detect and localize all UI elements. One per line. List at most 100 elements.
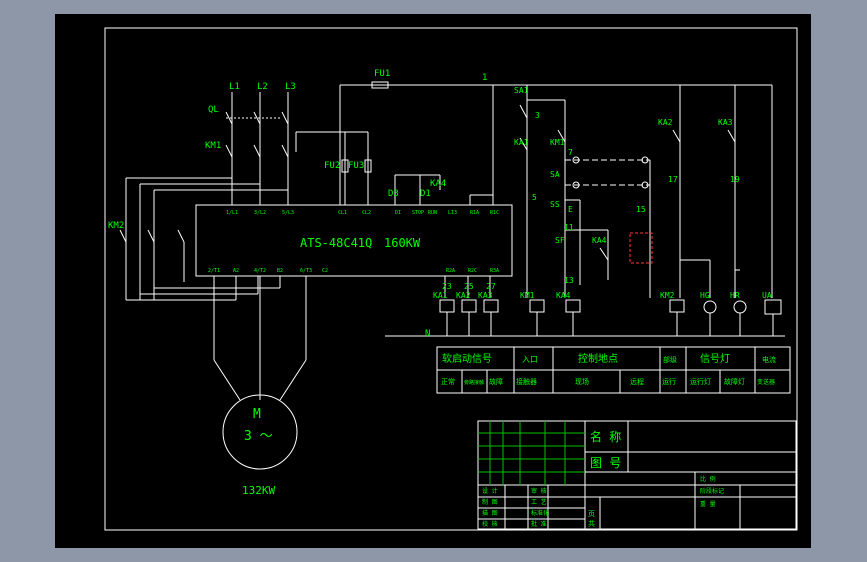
terminal-top-11: R1C bbox=[490, 210, 499, 216]
title-stage: 阶段标记 bbox=[700, 487, 724, 495]
control-label-ss: SS bbox=[550, 200, 560, 209]
coil-label-27: 27 bbox=[486, 282, 496, 291]
func-top-1: 软启动信号 bbox=[442, 352, 492, 365]
control-label-ka1: KA1 bbox=[514, 138, 529, 147]
control-label-13: 13 bbox=[564, 276, 574, 285]
func-top-2: 入口 bbox=[522, 355, 538, 364]
label-km1-power: KM1 bbox=[205, 141, 221, 151]
terminal-top-5: CL2 bbox=[362, 210, 371, 216]
drawing-area bbox=[55, 14, 811, 548]
terminal-labels: 1/L1 3/L2 5/L3 CL1 CL2 DI STOP RUN LI3 R… bbox=[208, 210, 499, 274]
coil-label-23: 23 bbox=[442, 282, 452, 291]
role-3: 描 图 bbox=[482, 509, 498, 517]
terminal-top-7: STOP bbox=[412, 210, 424, 216]
terminal-bottom-3: 4/T2 bbox=[254, 268, 266, 274]
labels: L1 L2 L3 QL KM1 FU1 1 FU2 FU3 D3 D1 KA4 … bbox=[108, 69, 487, 497]
coil-label-km2: KM2 bbox=[660, 291, 675, 300]
role-6: 工 艺 bbox=[531, 498, 547, 506]
coil-label-ka3: KA3 bbox=[478, 291, 493, 300]
label-l1: L1 bbox=[229, 82, 240, 92]
function-table-text: 软启动信号 入口 控制地点 部级 信号灯 电流 正常 旁路接触 故障 接触器 现… bbox=[441, 352, 776, 386]
coil-row bbox=[385, 299, 785, 337]
control-label-ka2: KA2 bbox=[658, 118, 673, 127]
terminal-bottom-4: B2 bbox=[277, 268, 283, 274]
func-bottom-8: 运行灯 bbox=[690, 377, 711, 386]
terminal-top-1: 1/L1 bbox=[226, 210, 238, 216]
role-5: 审 核 bbox=[531, 487, 547, 495]
label-d1: D1 bbox=[420, 189, 431, 199]
control-label-17: 17 bbox=[668, 175, 678, 184]
control-label-19: 19 bbox=[730, 175, 740, 184]
motor-letter: M bbox=[253, 407, 261, 422]
title-weight: 重 量 bbox=[700, 500, 716, 508]
coil-label-ka4: KA4 bbox=[556, 291, 571, 300]
label-fu2: FU2 bbox=[324, 161, 340, 171]
label-fu3: FU3 bbox=[348, 161, 364, 171]
label-ql: QL bbox=[208, 105, 219, 115]
coil-label-ua: UA bbox=[762, 291, 772, 300]
terminal-bottom-6: C2 bbox=[322, 268, 328, 274]
func-top-6: 电流 bbox=[762, 355, 776, 364]
starter-title: ATS-48C41Q bbox=[300, 236, 372, 250]
terminal-top-3: 5/L3 bbox=[282, 210, 294, 216]
title-ratio: 比 例 bbox=[700, 475, 716, 483]
func-top-5: 信号灯 bbox=[700, 353, 730, 365]
label-neutral: N bbox=[425, 329, 430, 339]
func-bottom-10: 变送器 bbox=[757, 378, 775, 386]
control-label-sa: SA bbox=[550, 170, 560, 179]
terminal-bottom-5: 6/T3 bbox=[300, 268, 312, 274]
role-7: 标准化 bbox=[531, 509, 549, 517]
coil-label-hr: HR bbox=[730, 291, 740, 300]
coil-label-ka2: KA2 bbox=[456, 291, 471, 300]
control-label-11: 11 bbox=[564, 223, 574, 232]
terminal-top-9: LI3 bbox=[448, 210, 457, 216]
terminal-bottom-9: R3A bbox=[490, 268, 499, 274]
func-bottom-6: 远程 bbox=[630, 377, 644, 386]
label-fu1: FU1 bbox=[374, 69, 390, 79]
label-l3: L3 bbox=[285, 82, 296, 92]
control-label-3: 3 bbox=[535, 111, 540, 120]
title-block-text: 名 称 图 号 页 共 比 例 阶段标记 重 量 设 计 制 图 描 图 校 核… bbox=[482, 429, 724, 528]
terminal-top-2: 3/L2 bbox=[254, 210, 266, 216]
control-circuit bbox=[519, 85, 773, 298]
coil-labels: 23 25 27 KA1 KA2 KA3 KM1 KA4 KM2 HG HR U… bbox=[433, 282, 772, 300]
role-2: 制 图 bbox=[482, 498, 498, 506]
role-1: 设 计 bbox=[482, 487, 498, 495]
control-label-ka3: KA3 bbox=[718, 118, 733, 127]
control-label-15: 15 bbox=[636, 205, 646, 214]
func-top-3: 控制地点 bbox=[578, 352, 618, 365]
control-label-5: 5 bbox=[532, 193, 537, 202]
control-label-sf: SF bbox=[555, 236, 565, 245]
func-bottom-4: 接触器 bbox=[516, 377, 537, 386]
coil-label-km1: KM1 bbox=[520, 291, 535, 300]
label-d3: D3 bbox=[388, 189, 399, 199]
coil-label-ka1: KA1 bbox=[433, 291, 448, 300]
title-drawing-no: 图 号 bbox=[590, 456, 621, 470]
func-top-4: 部级 bbox=[663, 355, 677, 364]
motor-circle bbox=[222, 394, 298, 470]
title-block-grid bbox=[478, 421, 585, 485]
title-name: 名 称 bbox=[590, 429, 621, 444]
label-l2: L2 bbox=[257, 82, 268, 92]
func-bottom-2: 旁路接触 bbox=[464, 379, 484, 386]
label-km2-bypass: KM2 bbox=[108, 221, 124, 231]
drawing-frame bbox=[104, 27, 798, 531]
motor-power: 132KW bbox=[242, 484, 275, 497]
terminal-top-4: CL1 bbox=[338, 210, 347, 216]
terminal-top-8: RUN bbox=[428, 210, 437, 216]
terminal-top-6: DI bbox=[395, 210, 401, 216]
label-ka4-top: KA4 bbox=[430, 179, 446, 189]
function-table bbox=[436, 346, 791, 394]
terminal-top-10: R1A bbox=[470, 210, 479, 216]
func-bottom-1: 正常 bbox=[441, 377, 455, 386]
label-node-1: 1 bbox=[482, 73, 487, 83]
control-label-e1: E bbox=[568, 205, 573, 214]
terminal-bottom-1: 2/T1 bbox=[208, 268, 220, 274]
coil-label-hg: HG bbox=[700, 291, 710, 300]
motor-phase: 3 ～ bbox=[244, 429, 273, 444]
title-block bbox=[477, 420, 797, 530]
starter-rating: 160KW bbox=[384, 236, 421, 250]
power-circuit bbox=[119, 81, 772, 470]
role-8: 批 准 bbox=[531, 520, 547, 528]
